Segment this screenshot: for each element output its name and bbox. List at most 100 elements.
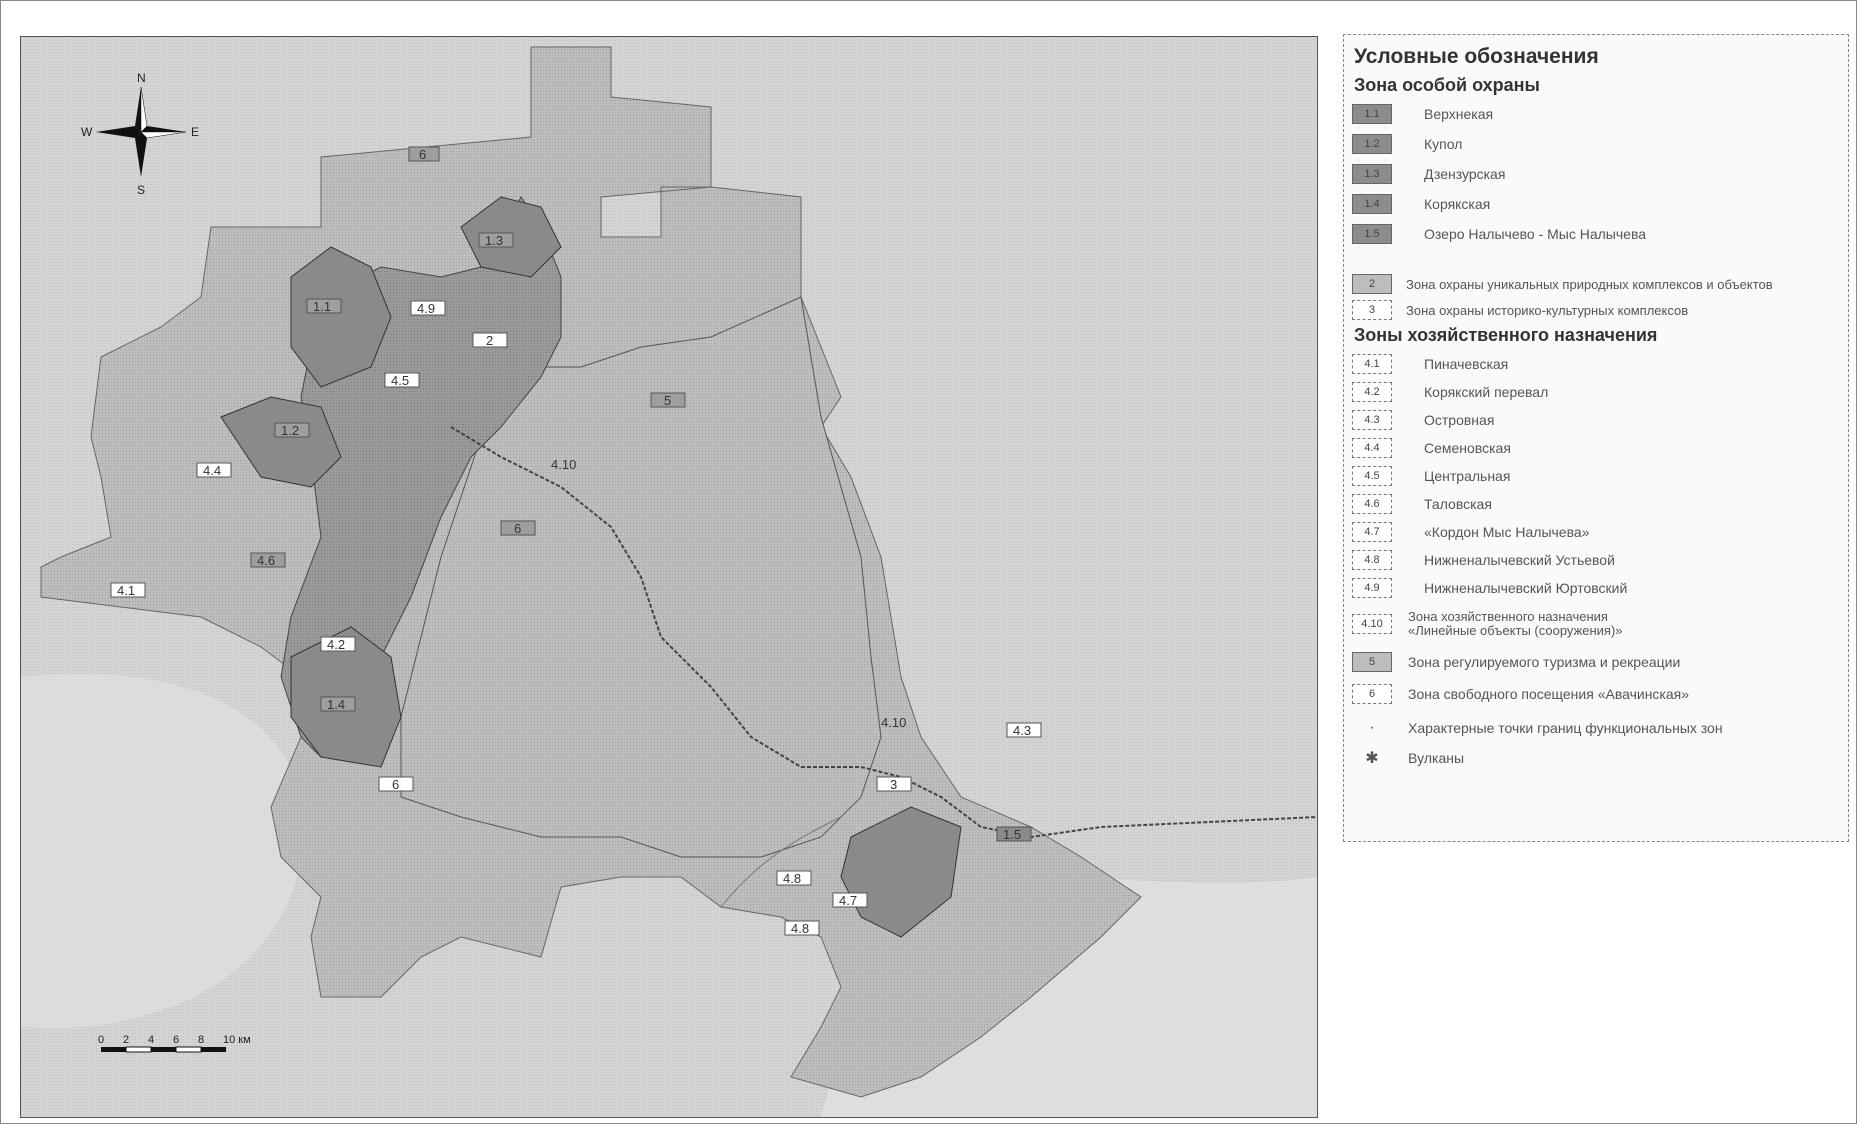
scale-tick-0: 0 <box>98 1034 104 1046</box>
legend-label-6: Зона свободного посещения «Авачинская» <box>1408 686 1690 702</box>
svg-text:1.3: 1.3 <box>485 233 503 248</box>
legend-label-1-1: Верхнекая <box>1424 106 1494 122</box>
svg-text:3: 3 <box>890 777 897 792</box>
legend-label-4-9: Нижненалычевский Юртовский <box>1424 580 1628 596</box>
scale-tick-2: 2 <box>123 1034 129 1046</box>
compass-e: E <box>191 125 199 139</box>
legend-item-4-9: 4.9 Нижненалычевский Юртовский <box>1352 575 1627 601</box>
legend-item-points: · Характерные точки границ функциональны… <box>1352 715 1723 741</box>
legend-swatch-1-1: 1.1 <box>1352 104 1392 124</box>
legend-label-4-4: Семеновская <box>1424 440 1511 456</box>
label-1-1: 1.1 <box>306 298 342 314</box>
svg-text:6: 6 <box>392 777 399 792</box>
legend-label-4-6: Таловская <box>1424 496 1492 512</box>
svg-text:4.7: 4.7 <box>839 893 857 908</box>
compass-rose: N S W E <box>81 71 199 197</box>
river <box>720 816 842 908</box>
scale-tick-end: 10 км <box>223 1034 251 1046</box>
legend-item-4-2: 4.2 Корякский перевал <box>1352 379 1548 405</box>
compass-n: N <box>137 71 146 85</box>
label-4-8b: 4.8 <box>784 920 820 936</box>
legend-label-4-8: Нижненалычевский Устьевой <box>1424 552 1615 568</box>
svg-text:4.8: 4.8 <box>791 921 809 936</box>
svg-text:4.2: 4.2 <box>327 637 345 652</box>
svg-text:4.10: 4.10 <box>881 715 906 730</box>
label-6-mid: 6 <box>500 520 536 536</box>
legend-section-special: Зона особой охраны <box>1354 75 1540 95</box>
legend-swatch-1-4: 1.4 <box>1352 194 1392 214</box>
legend-swatch-1-3: 1.3 <box>1352 164 1392 184</box>
legend-item-1-5: 1.5 Озеро Налычево - Мыс Налычева <box>1352 221 1646 247</box>
label-1-4: 1.4 <box>320 696 356 712</box>
legend-section-economic: Зоны хозяйственного назначения <box>1354 325 1658 345</box>
svg-text:4.9: 4.9 <box>417 301 435 316</box>
label-1-5: 1.5 <box>996 826 1032 842</box>
legend-swatch-4-10: 4.10 <box>1352 614 1392 634</box>
legend-label-4-3: Островная <box>1424 412 1495 428</box>
zone-labels: 6 1.3 1.1 4.9 2 4.5 5 1.2 4.4 4.10 6 4.6… <box>110 146 1042 936</box>
legend-swatch-4-7: 4.7 <box>1352 522 1392 542</box>
legend-swatch-4-3: 4.3 <box>1352 410 1392 430</box>
svg-text:4.8: 4.8 <box>783 871 801 886</box>
legend-label-4-1: Пиначевская <box>1424 356 1509 372</box>
svg-text:1.5: 1.5 <box>1003 827 1021 842</box>
legend-title: Условные обозначения <box>1354 45 1599 68</box>
legend-item-4-7: 4.7 «Кордон Мыс Налычева» <box>1352 519 1589 545</box>
svg-text:1.1: 1.1 <box>313 299 331 314</box>
map-svg[interactable]: N S W E 0 2 4 6 8 10 км 6 1.3 1.1 4.9 2 … <box>21 37 1317 1117</box>
label-5: 5 <box>650 392 686 408</box>
scale-tick-8: 8 <box>198 1034 204 1046</box>
map-legend: Условные обозначения Зона особой охраны … <box>1343 34 1849 842</box>
svg-text:4.1: 4.1 <box>117 583 135 598</box>
legend-label-2: Зона охраны уникальных природных комплек… <box>1406 276 1773 292</box>
legend-item-3: 3 Зона охраны историко-культурных компле… <box>1352 297 1688 323</box>
legend-swatch-3: 3 <box>1352 300 1392 320</box>
legend-label-volcano: Вулканы <box>1408 750 1465 766</box>
scale-tick-4: 4 <box>148 1034 154 1046</box>
legend-item-1-1: 1.1 Верхнекая <box>1352 101 1493 127</box>
svg-text:1.4: 1.4 <box>327 697 345 712</box>
legend-swatch-4-1: 4.1 <box>1352 354 1392 374</box>
legend-swatch-4-4: 4.4 <box>1352 438 1392 458</box>
zone-4-10-route[interactable] <box>450 426 1317 839</box>
legend-swatch-4-8: 4.8 <box>1352 550 1392 570</box>
legend-label-1-3: Дзензурская <box>1424 166 1506 182</box>
legend-item-4-10: 4.10 Зона хозяйственного назначения «Лин… <box>1352 607 1668 641</box>
legend-label-points: Характерные точки границ функциональных … <box>1408 720 1723 736</box>
label-4-10b: 4.10 <box>881 715 906 730</box>
legend-label-5: Зона регулируемого туризма и рекреации <box>1408 654 1681 670</box>
volcano-icon: ✱ <box>1365 750 1379 767</box>
svg-text:4.10: 4.10 <box>551 457 576 472</box>
zone-1-1-area[interactable] <box>290 246 392 388</box>
label-4-7: 4.7 <box>832 892 868 908</box>
label-4-8a: 4.8 <box>776 870 812 886</box>
label-3: 3 <box>876 776 912 792</box>
legend-item-4-8: 4.8 Нижненалычевский Устьевой <box>1352 547 1615 573</box>
label-4-9: 4.9 <box>410 300 446 316</box>
legend-label-1-4: Корякская <box>1424 196 1491 212</box>
svg-text:4.5: 4.5 <box>391 373 409 388</box>
label-4-10: 4.10 <box>551 457 576 472</box>
scale-bar: 0 2 4 6 8 10 км <box>98 1034 251 1053</box>
legend-swatch-4-9: 4.9 <box>1352 578 1392 598</box>
compass-w: W <box>81 125 93 139</box>
label-1-2: 1.2 <box>274 422 310 438</box>
label-4-5: 4.5 <box>384 372 420 388</box>
svg-text:6: 6 <box>419 147 426 162</box>
legend-item-4-5: 4.5 Центральная <box>1352 463 1510 489</box>
legend-label-4-2: Корякский перевал <box>1424 384 1549 400</box>
svg-text:4.4: 4.4 <box>203 463 221 478</box>
legend-label-4-5: Центральная <box>1424 468 1511 484</box>
zone-1-5-area[interactable] <box>840 806 962 938</box>
legend-swatch-1-5: 1.5 <box>1352 224 1392 244</box>
map-canvas[interactable]: N S W E 0 2 4 6 8 10 км 6 1.3 1.1 4.9 2 … <box>20 36 1318 1118</box>
legend-swatch-2: 2 <box>1352 274 1392 294</box>
label-4-2: 4.2 <box>320 636 356 652</box>
legend-label-3: Зона охраны историко-культурных комплекс… <box>1406 302 1689 318</box>
zone-1-2-area[interactable] <box>220 396 342 488</box>
svg-text:1.2: 1.2 <box>281 423 299 438</box>
legend-swatch-4-6: 4.6 <box>1352 494 1392 514</box>
label-2: 2 <box>472 332 508 348</box>
legend-swatch-6: 6 <box>1352 684 1392 704</box>
